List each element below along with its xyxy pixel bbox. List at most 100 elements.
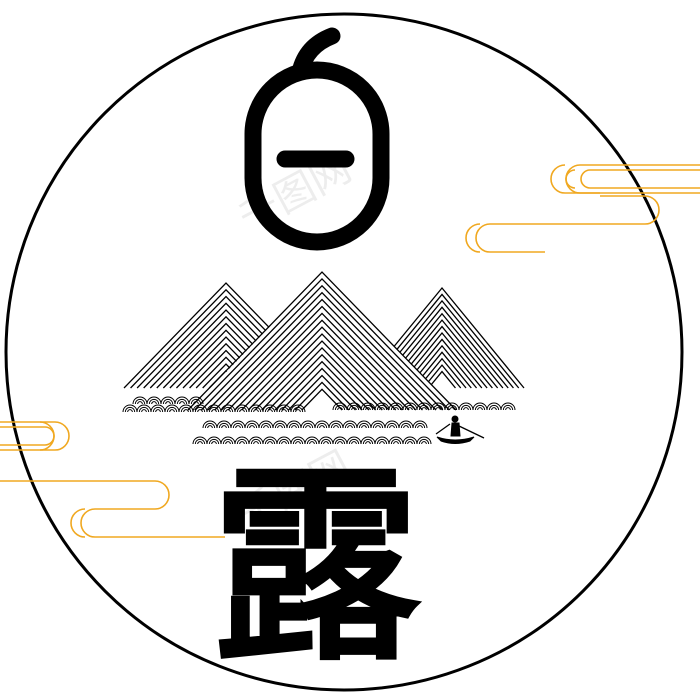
wave-arc [220, 436, 236, 445]
wave-arc [418, 404, 430, 411]
wave-arc [236, 406, 248, 413]
wave-arc [194, 438, 206, 445]
wave-arc [188, 396, 204, 405]
wave-arc [220, 404, 236, 413]
wave-arc [346, 436, 362, 445]
wave-arc [258, 420, 274, 429]
wave-arc [337, 407, 343, 411]
wave-arc [169, 409, 175, 413]
wave-arc [141, 409, 147, 413]
wave-arc [164, 404, 180, 413]
wave-arc [290, 404, 306, 413]
wave-pattern [122, 396, 516, 445]
wave-arc [194, 406, 206, 413]
wave-arc [306, 438, 318, 445]
wave-arc [390, 404, 402, 411]
wave-arc [361, 425, 367, 429]
wave-arc [152, 406, 164, 413]
cloud-ornament-left [0, 421, 225, 538]
wave-arc [362, 438, 374, 445]
wave-arc [309, 441, 315, 445]
wave-arc [278, 406, 290, 413]
wave-arc [249, 425, 255, 429]
wave-arc [402, 436, 418, 445]
frame-circle [4, 12, 684, 692]
wave-arc [421, 441, 427, 445]
wave-arc [178, 404, 194, 413]
wave-arc [318, 436, 334, 445]
wave-arc [150, 404, 166, 413]
wave-arc [122, 404, 138, 413]
wave-arc [230, 420, 246, 429]
wave-arc [137, 401, 143, 405]
wave-arc [234, 404, 250, 413]
wave-arc [292, 438, 304, 445]
wave-arc [262, 436, 278, 445]
wave-arc [505, 407, 511, 411]
wave-arc [393, 407, 399, 411]
wave-arc [250, 406, 262, 413]
wave-arc [295, 409, 301, 413]
wave-arc [360, 436, 376, 445]
wave-arc [460, 404, 472, 411]
character-lu-glyph: 露 [211, 445, 423, 690]
wave-arc [348, 404, 360, 411]
wave-arc [206, 404, 222, 413]
wave-arc [124, 406, 136, 413]
wave-arc [138, 406, 150, 413]
wave-arc [365, 441, 371, 445]
wave-arc [374, 402, 390, 411]
wave-arc [190, 398, 202, 405]
wave-arc [407, 441, 413, 445]
wave-arc [474, 404, 486, 411]
wave-arc [376, 438, 388, 445]
wave-arc [281, 409, 287, 413]
wave-arc [402, 402, 418, 411]
wave-arc [333, 425, 339, 429]
wave-arc [403, 425, 409, 429]
wave-arc [386, 422, 398, 429]
wave-arc [388, 402, 404, 411]
wave-arc [290, 436, 306, 445]
wave-arc [127, 409, 133, 413]
wave-arc [276, 404, 292, 413]
wave-arc [372, 422, 384, 429]
character-bai-glyph [244, 27, 390, 251]
wave-arc [281, 441, 287, 445]
wave-arc [244, 420, 260, 429]
wave-arc [278, 438, 290, 445]
wave-arc [414, 422, 426, 429]
wave-arc [337, 441, 343, 445]
wave-arc [292, 406, 304, 413]
wave-arc [330, 422, 342, 429]
wave-arc [500, 402, 516, 411]
wave-arc [304, 436, 320, 445]
cloud-ornament-right [465, 164, 700, 253]
wave-arc [348, 438, 360, 445]
wave-arc [234, 436, 250, 445]
wave-arc [412, 420, 428, 429]
wave-arc [232, 422, 244, 429]
wave-arc [365, 407, 371, 411]
wave-arc [300, 420, 316, 429]
wave-arc [204, 422, 216, 429]
wave-arc [314, 420, 330, 429]
wave-arc [502, 404, 514, 411]
wave-arc [134, 398, 146, 405]
wave-arc [344, 422, 356, 429]
wave-arc [347, 425, 353, 429]
wave-arc [370, 420, 386, 429]
wave-arc [384, 420, 400, 429]
wave-arc [477, 407, 483, 411]
wave-arc [222, 438, 234, 445]
wave-arc [160, 396, 176, 405]
wave-arc [202, 420, 218, 429]
wave-arc [248, 436, 264, 445]
wave-arc [208, 406, 220, 413]
wave-arc [334, 404, 346, 411]
wave-arc [302, 422, 314, 429]
wave-arc [225, 441, 231, 445]
wave-arc [390, 438, 402, 445]
wave-arc [491, 407, 497, 411]
wave-arc [323, 441, 329, 445]
